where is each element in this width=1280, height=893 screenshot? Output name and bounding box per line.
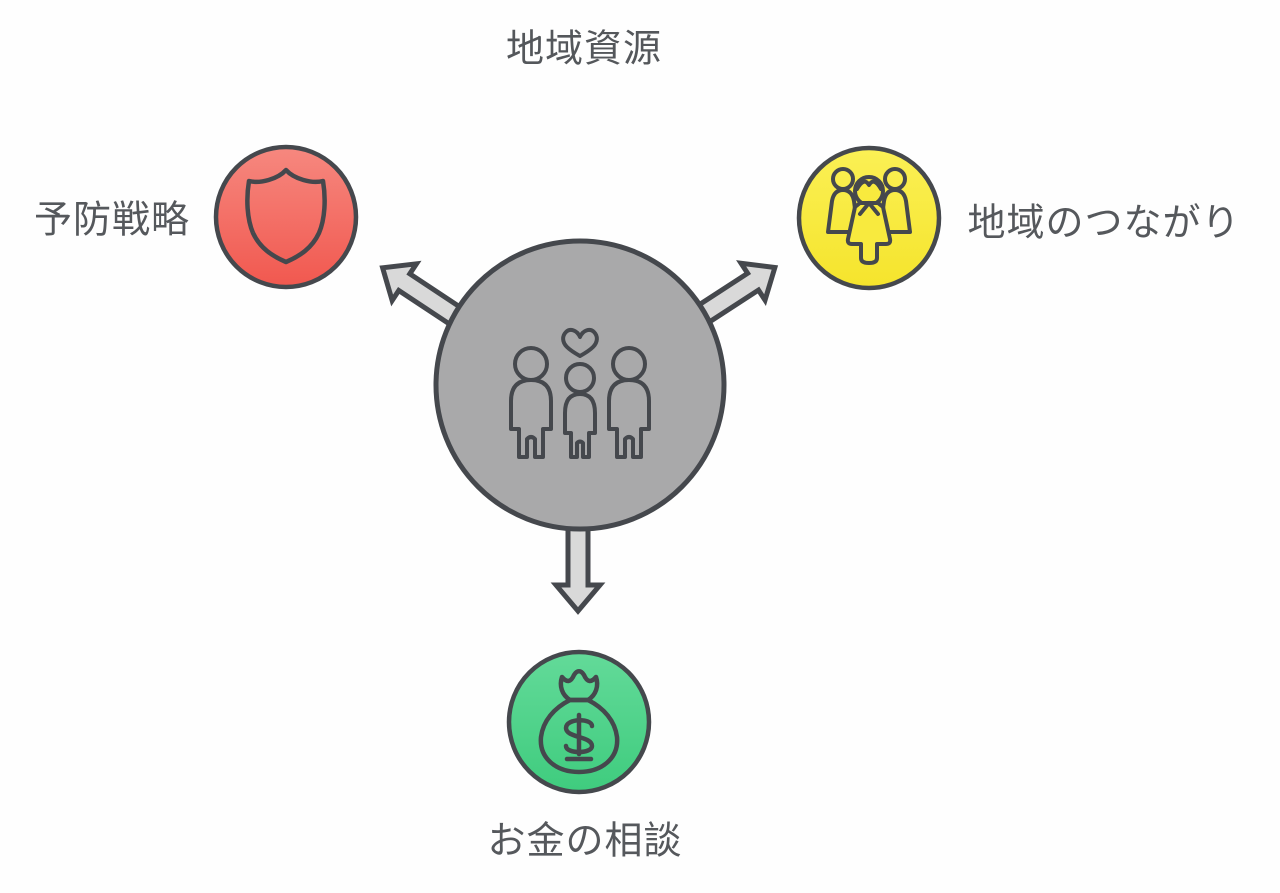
family-heart-icon — [509, 327, 651, 459]
node-community — [796, 145, 942, 291]
node-prevention — [213, 144, 359, 290]
shield-icon — [245, 167, 327, 265]
diagram-title: 地域資源 — [505, 28, 663, 71]
people-group-icon — [826, 167, 912, 265]
money-bag-icon — [538, 669, 620, 775]
label-community: 地域のつながり — [967, 202, 1241, 245]
node-money — [506, 649, 652, 795]
hub-node — [433, 238, 727, 532]
label-money: お金の相談 — [487, 820, 683, 863]
label-prevention: 予防戦略 — [33, 199, 191, 242]
